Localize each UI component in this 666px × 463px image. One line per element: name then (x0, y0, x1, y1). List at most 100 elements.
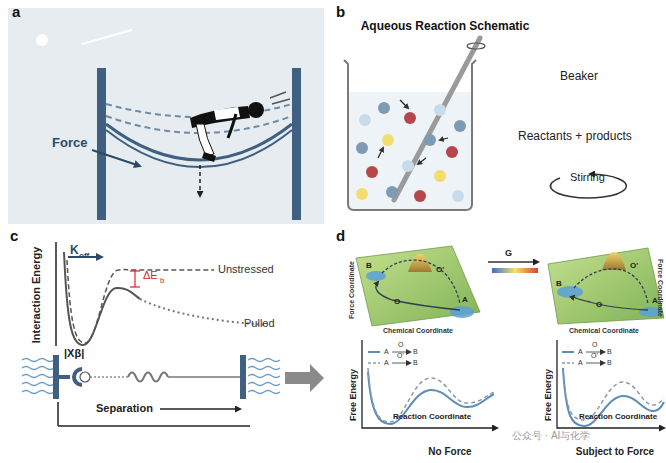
beaker-illustration-part (440, 138, 448, 140)
bond-pulling-schematic-part (53, 355, 59, 399)
energy-surfaces-part (548, 248, 664, 324)
panel-letter: a (12, 4, 20, 19)
free-energy-plots-part (368, 372, 494, 424)
high-jump-scene-part (36, 34, 48, 46)
beaker-illustration-part (386, 186, 398, 198)
beaker-illustration-part (378, 102, 390, 114)
energy-landscape-part (67, 260, 214, 343)
free-energy-plots-part (563, 370, 664, 420)
state-label: A (462, 296, 468, 304)
beaker-illustration-part (414, 190, 426, 202)
legend-state: A (578, 348, 583, 355)
energy-surfaces (356, 246, 664, 326)
condition-label: No Force (428, 447, 471, 457)
legend-state: B (607, 359, 612, 366)
watermark: 公众号 · AI与化学 (512, 431, 590, 441)
bond-pulling-schematic-part (285, 364, 324, 392)
free-energy-plots-part (392, 363, 410, 364)
rate-symbol: K (70, 244, 79, 256)
energy-surfaces-part (450, 306, 474, 318)
bond-pulling-schematic-part (128, 373, 168, 382)
beaker-illustration-part (424, 134, 436, 146)
curve-label: Unstressed (218, 264, 274, 275)
axis-label: Separation (96, 403, 153, 414)
energy-landscape (56, 242, 268, 346)
legend-state: B (413, 359, 418, 366)
legend-path: O' (397, 352, 404, 359)
free-energy-plots-part (563, 368, 664, 426)
beaker-illustration-part (356, 188, 368, 200)
free-energy-plots-part (562, 351, 574, 353)
beaker-illustration-part (394, 38, 480, 200)
high-jump-scene-part (199, 165, 201, 196)
axis-label: Force Coordinate (657, 259, 664, 317)
beaker-illustration-part (359, 114, 371, 126)
free-energy-plots-part (368, 368, 494, 422)
legend-state: A (384, 359, 389, 366)
beaker-illustration-part (434, 104, 446, 116)
force-label: Force (52, 136, 87, 149)
energy-surfaces-part (382, 260, 460, 304)
path-label: O (596, 301, 602, 309)
high-jump-scene-part (292, 68, 301, 220)
beaker-illustration-part (366, 166, 378, 178)
beaker-illustration-part (418, 158, 426, 164)
energy-surfaces-part (602, 252, 626, 270)
bond-pulling-schematic-part (57, 402, 59, 426)
high-jump-scene-part (272, 99, 290, 104)
beaker-label: Beaker (560, 70, 598, 82)
energy-landscape-part (55, 242, 57, 346)
stirring-label: Stirring (570, 172, 605, 183)
bond-pulling-schematic (22, 355, 324, 426)
bond-pulling-schematic-part (90, 376, 128, 377)
high-jump-scene-part (202, 152, 216, 162)
beaker-illustration-part (446, 146, 458, 158)
bond-pulling-schematic-part (80, 372, 90, 382)
beaker-illustration (344, 38, 626, 210)
free-energy-plots-part (562, 362, 574, 364)
high-jump-scene-part (8, 8, 324, 224)
high-jump-scene-part (92, 150, 140, 166)
bond-pulling-schematic-part (240, 355, 246, 399)
state-label: B (366, 262, 372, 270)
bond-pulling-schematic-part (168, 376, 240, 378)
energy-surfaces-part (356, 246, 480, 326)
curve-label: Pulled (244, 318, 275, 329)
high-jump-scene-part (82, 30, 132, 44)
bond-pulling-schematic-part (248, 359, 280, 394)
axis-label: Chemical Coordinate (383, 327, 453, 334)
axis-label: Interaction Energy (31, 247, 42, 344)
axis-label: Free Energy (544, 369, 553, 421)
path-label: O' (436, 266, 444, 274)
axis-label: Reaction Coordinate (579, 413, 657, 421)
high-jump-scene-part (228, 114, 236, 138)
axis-label: Chemical Coordinate (569, 327, 639, 334)
high-jump-scene (8, 8, 324, 224)
legend-path: O (592, 341, 597, 348)
energy-landscape-part (130, 286, 140, 287)
high-jump-scene-part (270, 92, 286, 98)
free-energy-plots-part (557, 340, 664, 428)
legend-state: A (578, 359, 583, 366)
axis-label: Reaction Coordinate (393, 413, 471, 421)
high-jump-scene-part (97, 68, 106, 220)
free-energy-plots-part (368, 362, 380, 364)
energy-landscape-part (130, 270, 140, 271)
legend-path: O (398, 341, 403, 348)
bond-pulling-schematic-part (59, 375, 70, 379)
beaker-illustration-part (382, 134, 394, 146)
beaker-illustration-part (356, 142, 368, 154)
condition-label: Subject to Force (576, 447, 654, 457)
beaker-illustration-part (452, 190, 464, 202)
path-label: O (394, 298, 400, 306)
free-energy-plots-part (362, 340, 497, 428)
beaker-illustration-part (434, 170, 446, 182)
energy-surfaces-part (376, 282, 460, 310)
path-label: O' (630, 262, 638, 270)
energy-landscape-part (134, 271, 135, 287)
legend-state: A (384, 348, 389, 355)
free-energy-plots (362, 340, 664, 428)
bond-pulling-schematic-part (22, 359, 54, 394)
contents-label: Reactants + products (518, 130, 632, 142)
